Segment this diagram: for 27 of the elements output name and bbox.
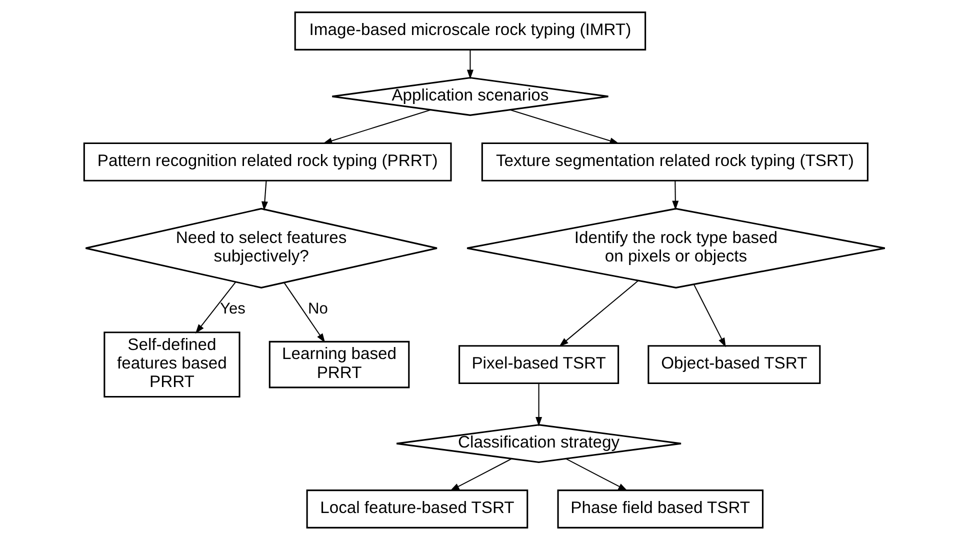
- arrow: [566, 458, 628, 491]
- node-diamond: Application scenarios: [331, 76, 610, 116]
- node-box: Pattern recognition related rock typing (PRRT): [83, 142, 452, 182]
- arrow: [693, 284, 726, 348]
- node-box: Image-based microscale rock typing (IMRT): [294, 12, 646, 50]
- edge-label: No: [308, 300, 328, 318]
- edge-label: Yes: [220, 300, 246, 318]
- arrow: [261, 180, 268, 211]
- arrow: [284, 282, 326, 343]
- node-box: Texture segmentation related rock typing (TSRT): [481, 142, 868, 182]
- arrow: [322, 109, 431, 144]
- node-box: Pixel-based TSRT: [458, 345, 620, 384]
- arrow: [672, 180, 679, 210]
- node-box: Object-based TSRT: [648, 345, 821, 384]
- node-diamond: Classification strategy: [396, 424, 682, 464]
- node-diamond: Need to select features subjectively?: [84, 208, 438, 288]
- node-box: Phase field based TSRT: [557, 490, 764, 528]
- node-box: Local feature-based TSRT: [306, 490, 528, 528]
- arrow: [559, 280, 638, 347]
- node-diamond: Identify the rock type based on pixels or objects: [466, 208, 886, 288]
- arrow: [450, 458, 512, 491]
- arrow: [510, 109, 620, 144]
- node-box: Learning based PRRT: [268, 340, 410, 388]
- arrow: [466, 50, 474, 80]
- node-box: Self-defined features based PRRT: [104, 332, 240, 398]
- arrow: [536, 383, 542, 426]
- arrow: [195, 282, 236, 334]
